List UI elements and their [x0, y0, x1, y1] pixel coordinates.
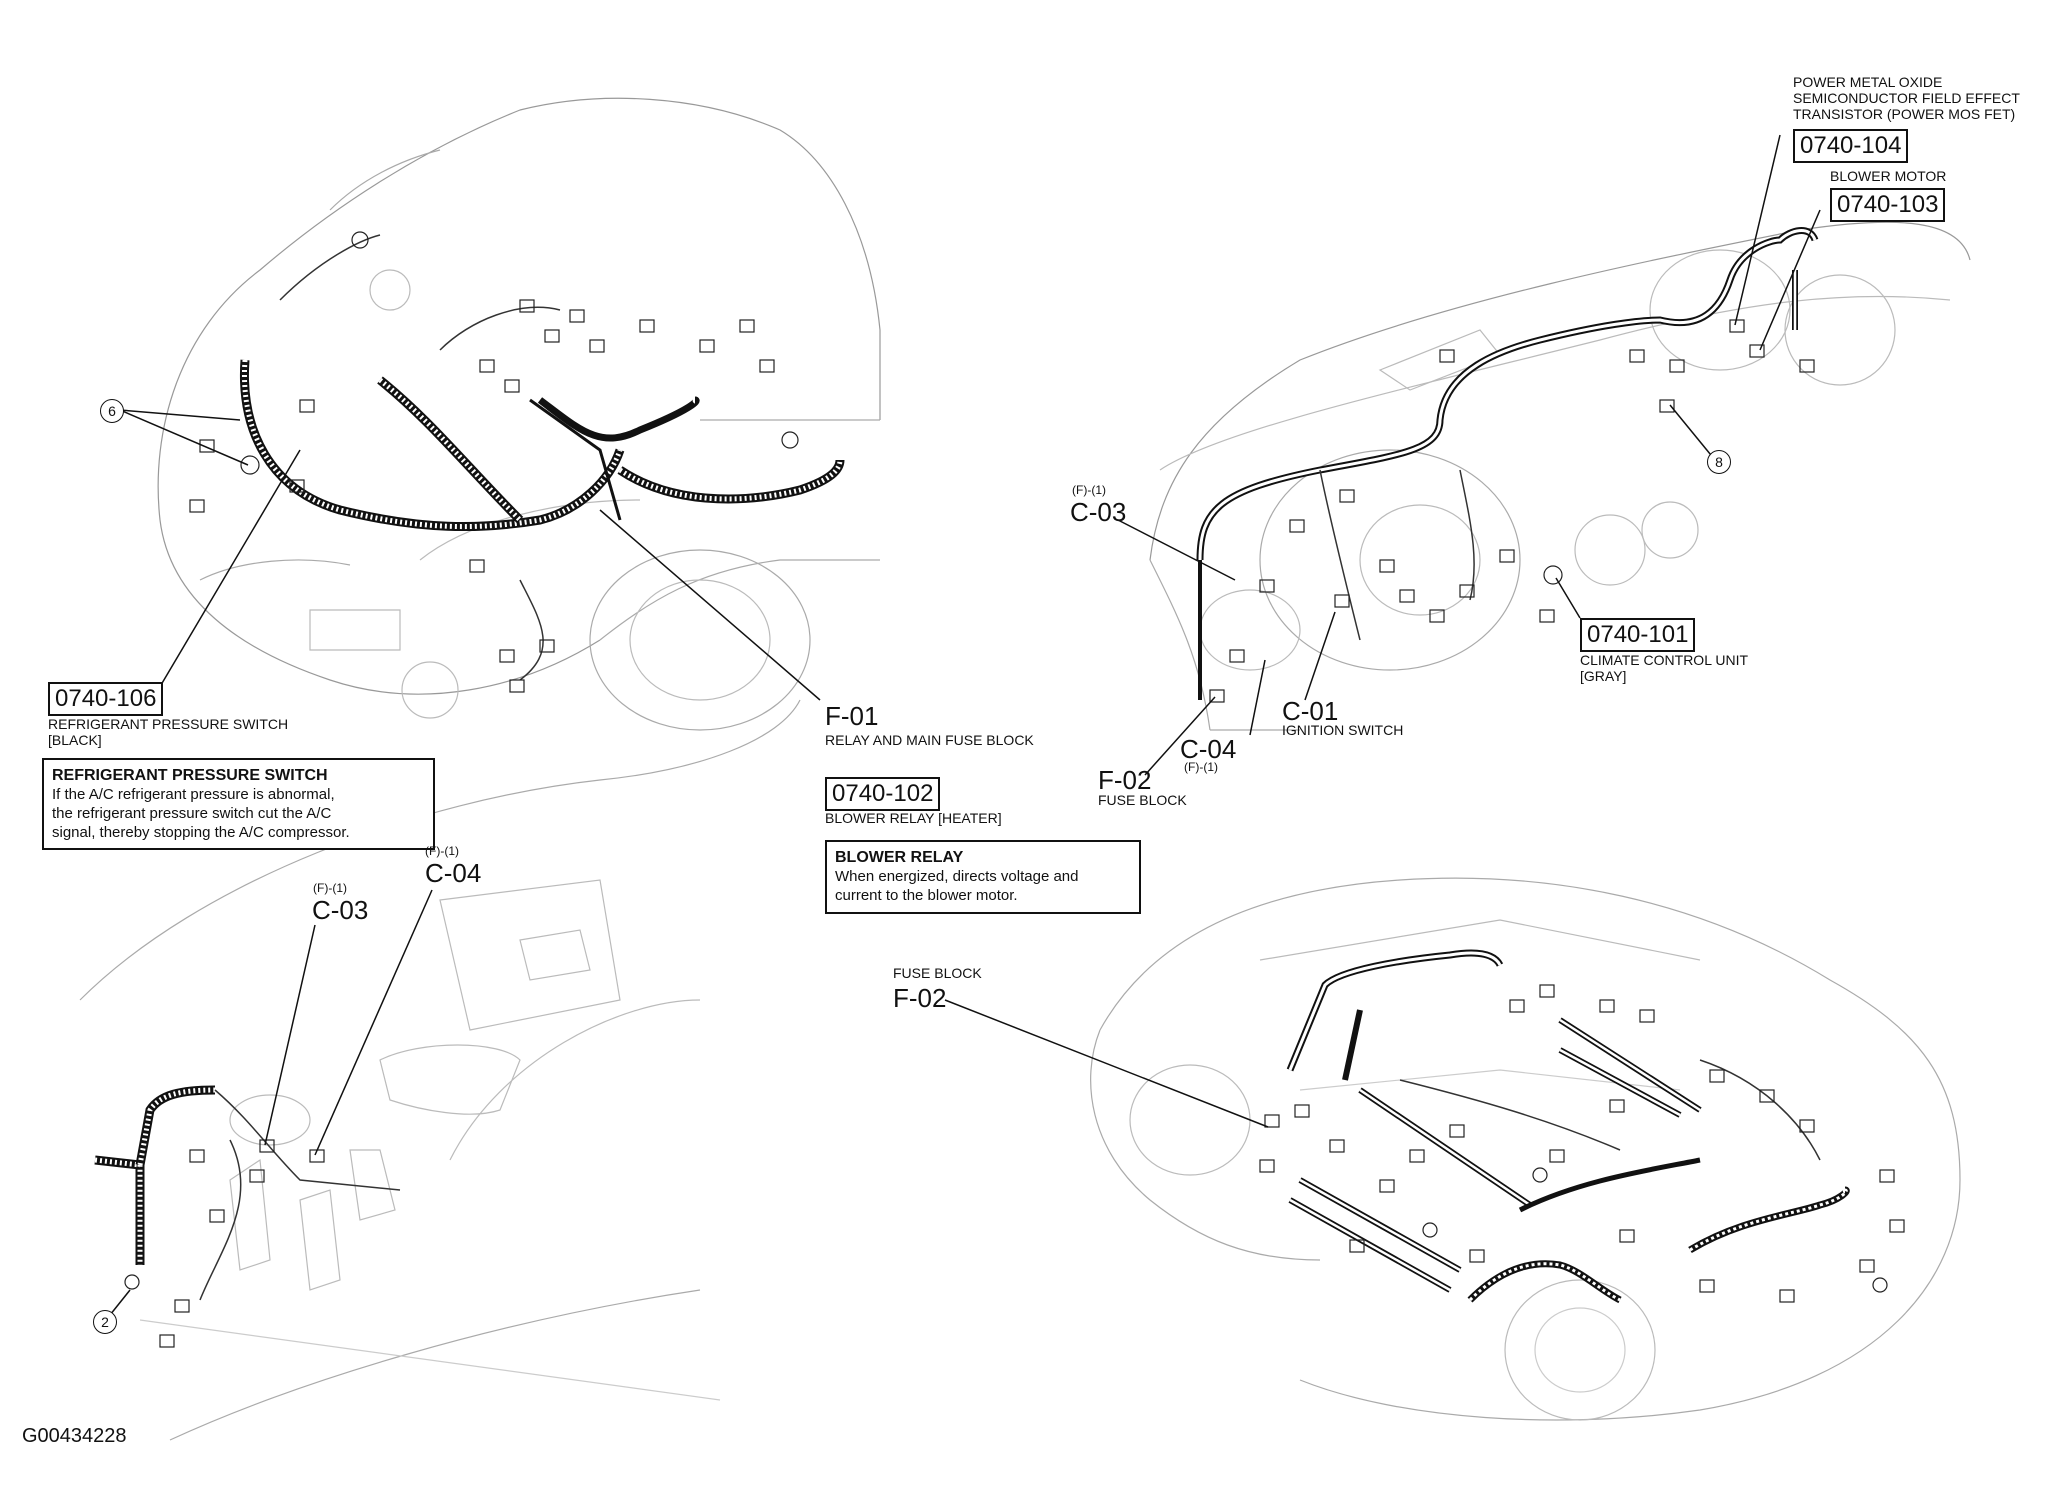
climate-control-unit-caption: CLIMATE CONTROL UNIT [GRAY]: [1580, 652, 1748, 684]
reference-8-marker: 8: [1707, 450, 1731, 474]
blower-relay-code: 0740-102: [825, 777, 941, 811]
c03-interior-sub: (F)-(1): [313, 881, 347, 895]
refrigerant-switch-caption-line1: REFRIGERANT PRESSURE SWITCH: [48, 716, 289, 732]
c03-dash-sub: (F)-(1): [1072, 483, 1106, 497]
blower-motor-caption: BLOWER MOTOR: [1830, 168, 1947, 184]
climate-control-unit-caption-line1: CLIMATE CONTROL UNIT: [1580, 652, 1749, 668]
blower-motor-code: 0740-103: [1830, 188, 1946, 222]
c03-interior-code: C-03: [312, 895, 369, 925]
body-harness-illustration: [944, 877, 1961, 1421]
refrigerant-switch-note-body: If the A/C refrigerant pressure is abnor…: [52, 786, 350, 841]
blower-relay-caption: BLOWER RELAY [HEATER]: [825, 810, 1002, 826]
c01-caption: IGNITION SWITCH: [1282, 722, 1404, 738]
mos-fet-caption-line3: TRANSISTOR (POWER MOS FET): [1793, 106, 2016, 123]
refrigerant-switch-caption: REFRIGERANT PRESSURE SWITCH [BLACK]: [48, 716, 288, 748]
refrigerant-switch-note: REFRIGERANT PRESSURE SWITCH If the A/C r…: [42, 758, 435, 851]
dashboard-illustration: [1117, 134, 1971, 776]
c04-dash-code: C-04: [1180, 734, 1237, 764]
c04-interior-code: C-04: [425, 858, 482, 888]
f01-code: F-01: [825, 701, 879, 731]
refrigerant-switch-note-title: REFRIGERANT PRESSURE SWITCH: [52, 767, 328, 784]
reference-6-marker: 6: [100, 399, 124, 423]
mos-fet-caption: POWER METAL OXIDE SEMICONDUCTOR FIELD EF…: [1793, 74, 2020, 122]
blower-relay-note-body: When energized, directs voltage and curr…: [835, 868, 1079, 904]
climate-control-unit-code: 0740-101: [1580, 618, 1696, 652]
refrigerant-switch-caption-line2: [BLACK]: [48, 732, 102, 749]
mos-fet-code: 0740-104: [1793, 129, 1909, 163]
c04-dash-sub: (F)-(1): [1184, 760, 1218, 774]
refrigerant-switch-code: 0740-106: [48, 682, 164, 716]
blower-relay-note-title: BLOWER RELAY: [835, 849, 964, 866]
f02-dash-caption: FUSE BLOCK: [1098, 792, 1187, 808]
f02-dash-code: F-02: [1098, 765, 1152, 795]
f02-body-code: F-02: [893, 983, 947, 1013]
c04-interior-sub: (F)-(1): [425, 844, 459, 858]
climate-control-unit-caption-line2: [GRAY]: [1580, 668, 1627, 685]
f01-caption: RELAY AND MAIN FUSE BLOCK: [825, 732, 1034, 748]
engine-bay-illustration: [119, 97, 881, 731]
figure-id: G00434228: [22, 1425, 127, 1447]
blower-relay-note: BLOWER RELAY When energized, directs vol…: [825, 840, 1141, 914]
interior-illustration: [79, 699, 801, 1441]
c01-code: C-01: [1282, 696, 1339, 726]
reference-2-marker: 2: [93, 1310, 117, 1334]
mos-fet-caption-line1: POWER METAL OXIDE: [1793, 74, 1943, 90]
mos-fet-caption-line2: SEMICONDUCTOR FIELD EFFECT: [1793, 90, 2020, 107]
f02-body-caption: FUSE BLOCK: [893, 965, 982, 981]
c03-dash-code: C-03: [1070, 497, 1127, 527]
